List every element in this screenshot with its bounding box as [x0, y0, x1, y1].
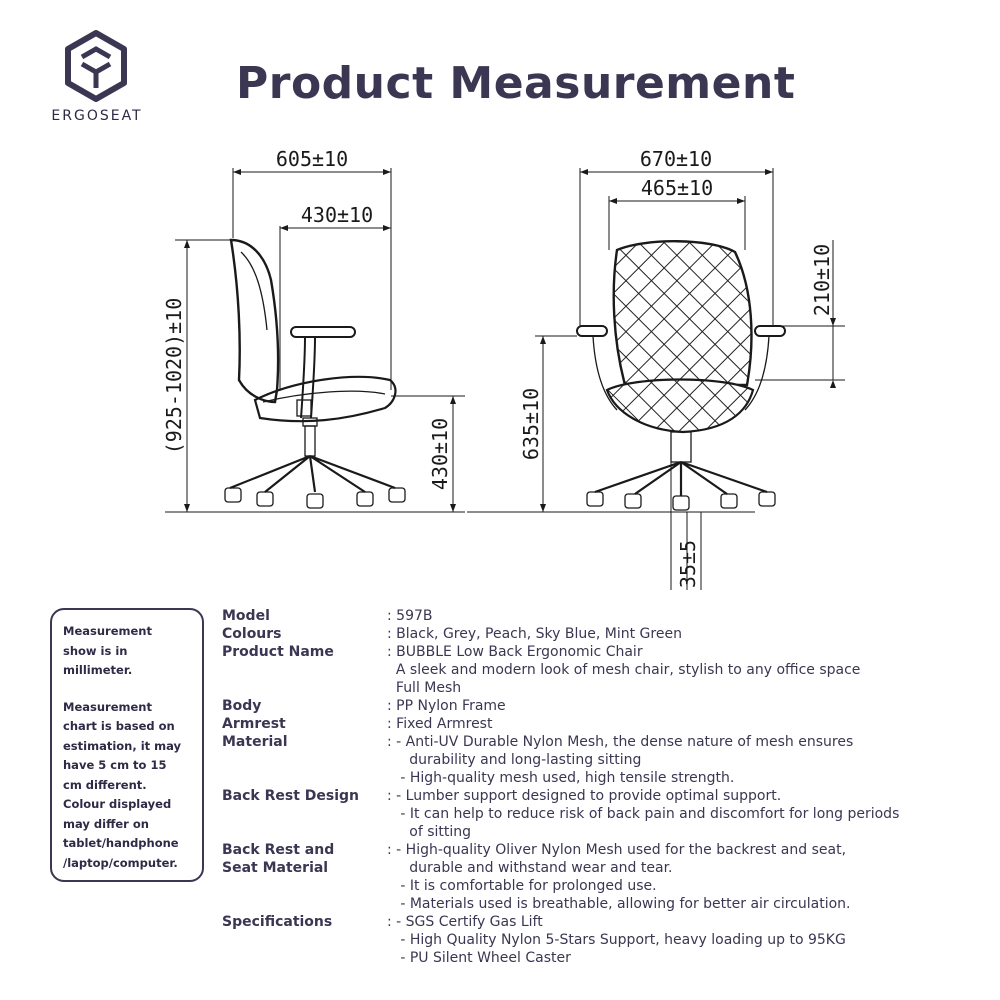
- cube-logo-icon: [65, 30, 127, 102]
- spec-line: durability and long-lasting sitting: [387, 752, 642, 768]
- spec-value: : Black, Grey, Peach, Sky Blue, Mint Gre…: [387, 625, 982, 643]
- spec-value: : BUBBLE Low Back Ergonomic Chair A slee…: [387, 643, 982, 697]
- dim-armrest-to-back: 210±10: [810, 244, 834, 316]
- chair-dimension-drawing: 605±10 430±10 (925-1020)±10 430±10 670±1…: [162, 147, 845, 590]
- spec-label: Material: [222, 734, 288, 750]
- dim-seat-depth: 430±10: [301, 203, 373, 227]
- dim-side-width: 605±10: [276, 147, 348, 171]
- spec-line: - High-quality mesh used, high tensile s…: [387, 770, 735, 786]
- spec-line: - PU Silent Wheel Caster: [387, 950, 571, 966]
- spec-line: - It is comfortable for prolonged use.: [387, 878, 657, 894]
- spec-line: : - SGS Certify Gas Lift: [387, 914, 543, 930]
- spec-row-armrest: Armrest : Fixed Armrest: [222, 715, 982, 733]
- spec-row-seat-material: Back Rest and Seat Material : - High-qua…: [222, 841, 982, 913]
- spec-value: : - High-quality Oliver Nylon Mesh used …: [387, 841, 982, 913]
- dim-lift-range: 35±5: [676, 540, 700, 588]
- spec-row-colours: Colours : Black, Grey, Peach, Sky Blue, …: [222, 625, 982, 643]
- measurement-note: Measurement show is in millimeter. Measu…: [50, 608, 204, 882]
- note-disclaimer: Measurement chart is based on estimation…: [63, 699, 182, 870]
- dim-front-width: 670±10: [640, 147, 712, 171]
- note-units: Measurement show is in millimeter.: [63, 624, 152, 677]
- spec-label: Armrest: [222, 716, 286, 732]
- spec-label: Specifications: [222, 914, 333, 930]
- spec-value: : Fixed Armrest: [387, 715, 982, 733]
- spec-row-model: Model : 597B: [222, 607, 982, 625]
- spec-value: : - Anti-UV Durable Nylon Mesh, the dens…: [387, 733, 982, 787]
- spec-line: : PP Nylon Frame: [387, 698, 506, 714]
- dim-armrest-height: 635±10: [519, 388, 543, 460]
- spec-value: : 597B: [387, 607, 982, 625]
- spec-label: Back Rest Design: [222, 788, 360, 804]
- spec-label: Back Rest and Seat Material: [222, 842, 335, 876]
- spec-label: Product Name: [222, 644, 334, 660]
- front-view-chair: [576, 240, 786, 511]
- spec-value: : - Lumber support designed to provide o…: [387, 787, 982, 841]
- dim-seat-height: 430±10: [428, 418, 452, 490]
- spec-line: of sitting: [387, 824, 472, 840]
- spec-label: Colours: [222, 626, 282, 642]
- spec-value: : - SGS Certify Gas Lift - High Quality …: [387, 913, 982, 967]
- spec-line: - It can help to reduce risk of back pai…: [387, 806, 900, 822]
- spec-label: Body: [222, 698, 262, 714]
- spec-line: durable and withstand wear and tear.: [387, 860, 673, 876]
- spec-label: Model: [222, 608, 270, 624]
- spec-line: - High Quality Nylon 5-Stars Support, he…: [387, 932, 846, 948]
- spec-row-product-name: Product Name : BUBBLE Low Back Ergonomic…: [222, 643, 982, 697]
- spec-line: : BUBBLE Low Back Ergonomic Chair: [387, 644, 643, 660]
- spec-line: - Materials used is breathable, allowing…: [387, 896, 851, 912]
- spec-table: Model : 597B Colours : Black, Grey, Peac…: [222, 607, 982, 967]
- brand-logo: ERGOSEAT: [38, 30, 156, 130]
- spec-row-back-rest-design: Back Rest Design : - Lumber support desi…: [222, 787, 982, 841]
- brand-name: ERGOSEAT: [51, 108, 143, 124]
- spec-line: : - High-quality Oliver Nylon Mesh used …: [387, 842, 847, 858]
- spec-value: : PP Nylon Frame: [387, 697, 982, 715]
- spec-line: : - Lumber support designed to provide o…: [387, 788, 782, 804]
- spec-line: : 597B: [387, 608, 433, 624]
- spec-row-body: Body : PP Nylon Frame: [222, 697, 982, 715]
- page-title: Product Measurement: [236, 58, 796, 109]
- spec-row-material: Material : - Anti-UV Durable Nylon Mesh,…: [222, 733, 982, 787]
- spec-row-specifications: Specifications : - SGS Certify Gas Lift …: [222, 913, 982, 967]
- spec-line: A sleek and modern look of mesh chair, s…: [387, 662, 861, 678]
- dim-inner-width: 465±10: [641, 176, 713, 200]
- spec-line: : Fixed Armrest: [387, 716, 493, 732]
- spec-line: Full Mesh: [387, 680, 462, 696]
- spec-line: : Black, Grey, Peach, Sky Blue, Mint Gre…: [387, 626, 682, 642]
- side-view-chair: [224, 238, 406, 509]
- dim-total-height: (925-1020)±10: [162, 298, 186, 455]
- spec-line: : - Anti-UV Durable Nylon Mesh, the dens…: [387, 734, 854, 750]
